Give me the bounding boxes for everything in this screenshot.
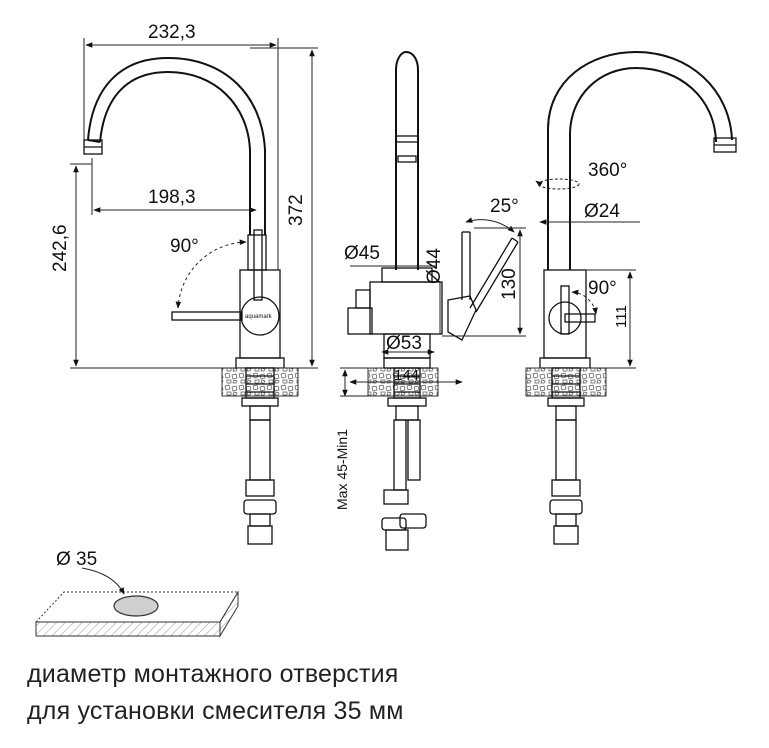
dim-spout-diameter: Ø24 xyxy=(584,201,620,222)
right-view: 360° Ø24 90° 111 xyxy=(525,50,737,545)
front-view: aquamark 232,3 198,3 242,6 xyxy=(50,22,318,545)
caption-line-2: для установки смесителя 35 мм xyxy=(27,697,404,725)
side-view: Ø45 Ø44 Ø53 144 25° 130 Max 45-Min1 xyxy=(334,50,526,551)
angle-spout-rotation: 360° xyxy=(588,160,627,181)
angle-lever-front: 90° xyxy=(170,236,199,257)
caption-line-1: диаметр монтажного отверстия xyxy=(27,660,399,688)
dim-diameter-53: Ø53 xyxy=(386,333,422,354)
dim-total-height: 372 xyxy=(286,194,307,226)
dim-total-width: 232,3 xyxy=(148,22,196,43)
dim-body-height: 130 xyxy=(499,268,520,300)
angle-lever: 25° xyxy=(490,196,519,217)
brand-logo: aquamark xyxy=(245,314,273,320)
dim-base-width: 144 xyxy=(394,367,419,384)
angle-lever-side: 90° xyxy=(588,278,617,299)
mounting-hole-illustration: Ø 35 xyxy=(34,549,239,638)
dim-mounting-depth: Max 45-Min1 xyxy=(334,429,350,510)
dim-spout-height: 242,6 xyxy=(50,224,71,272)
dim-diameter-45: Ø45 xyxy=(344,243,380,264)
hole-diameter-label: Ø 35 xyxy=(56,549,97,570)
dim-lever-height: 111 xyxy=(613,305,630,328)
dim-spout-reach: 198,3 xyxy=(148,187,196,208)
dim-diameter-44: Ø44 xyxy=(424,248,445,284)
